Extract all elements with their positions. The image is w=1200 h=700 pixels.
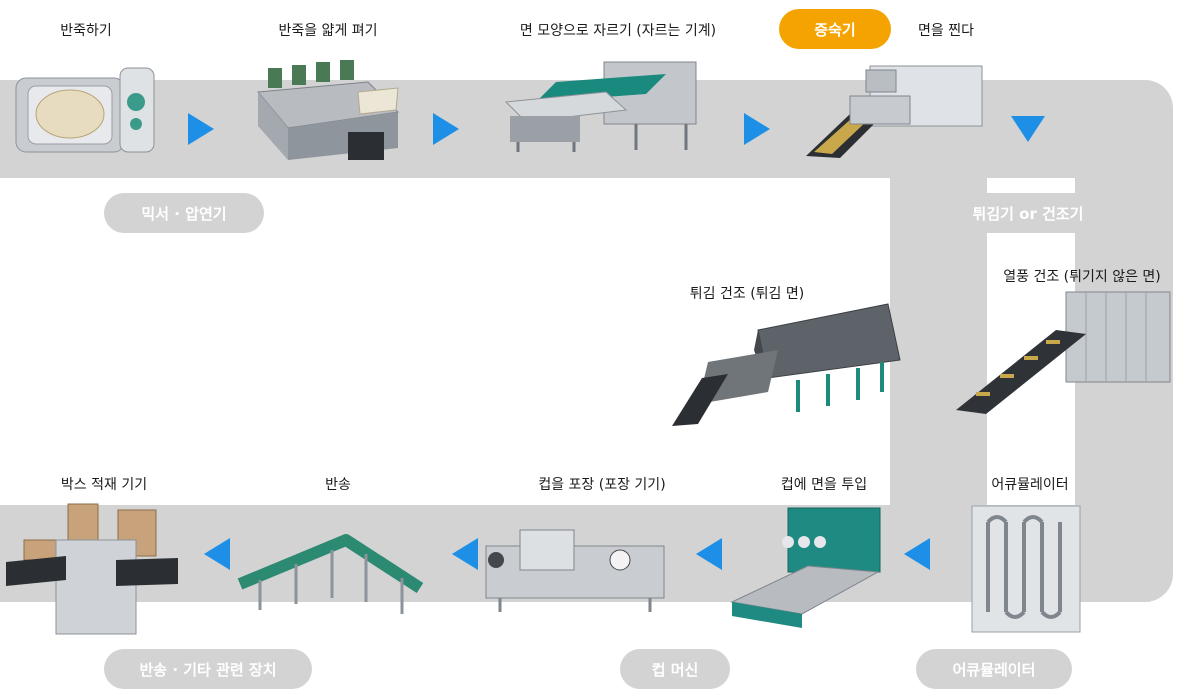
cup-machine-pill[interactable]: 컵 머신 (620, 649, 730, 689)
mixer-machine-icon (15, 67, 155, 153)
fryer-machine-icon (672, 303, 901, 426)
flow-arrow-right-icon (188, 113, 214, 145)
label-hot-air-dry: 열풍 건조 (튀기지 않은 면) (1003, 269, 1161, 285)
flow-arrow-right-icon (744, 113, 770, 145)
flow-arrow-left-icon (696, 538, 722, 570)
flow-arrow-down-icon (1011, 116, 1045, 142)
steamer-pill[interactable]: 증숙기 (779, 9, 891, 49)
flow-arrow-left-icon (204, 538, 230, 570)
steamer-machine-icon (806, 65, 983, 158)
label-conveying: 반송 (325, 477, 351, 493)
cutting-machine-icon (504, 61, 697, 152)
label-box-stacking: 박스 적재 기기 (60, 477, 148, 493)
accumulator-pill[interactable]: 어큐뮬레이터 (916, 649, 1072, 689)
cup-filling-machine-icon (730, 507, 881, 628)
fryer-dryer-pill[interactable]: 튀김기 or 건조기 (932, 193, 1124, 233)
mixer-roller-pill[interactable]: 믹서 · 압연기 (104, 193, 264, 233)
label-steaming: 면을 찐다 (918, 23, 974, 39)
rolling-machine-icon (257, 60, 400, 160)
label-cup-packaging: 컵을 포장 (포장 기기) (538, 477, 666, 493)
flow-arrow-left-icon (904, 538, 930, 570)
flow-arrow-left-icon (452, 538, 478, 570)
box-stacker-icon (6, 503, 178, 635)
conveying-misc-pill[interactable]: 반송 · 기타 관련 장치 (104, 649, 312, 689)
conveyor-icon (237, 534, 424, 614)
accumulator-machine-icon (971, 505, 1081, 633)
label-rolling: 반죽을 얇게 펴기 (278, 23, 378, 39)
label-accumulator: 어큐뮬레이터 (991, 477, 1069, 493)
label-fried-dry: 튀김 건조 (튀김 면) (689, 286, 805, 302)
hot-air-dryer-icon (956, 291, 1171, 414)
packaging-machine-icon (485, 529, 665, 612)
label-cup-noodle-input: 컵에 면을 투입 (780, 477, 868, 493)
label-cutting: 면 모양으로 자르기 (자르는 기계) (519, 23, 717, 39)
label-mixing: 반죽하기 (60, 23, 112, 39)
flow-arrow-right-icon (433, 113, 459, 145)
